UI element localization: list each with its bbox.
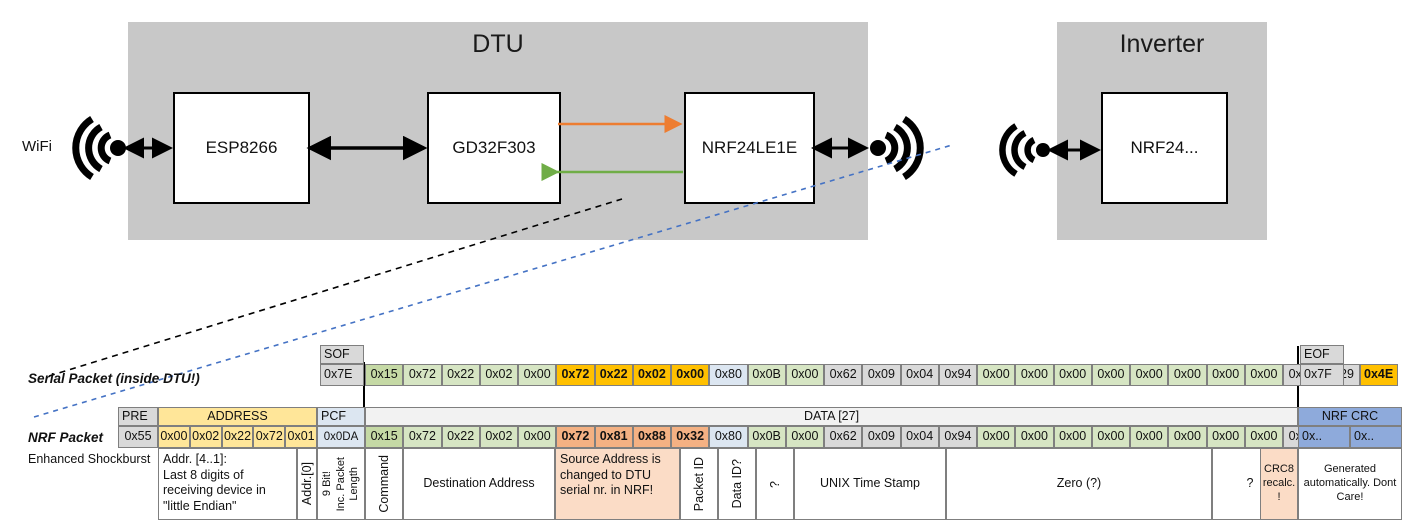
- wifi-label: WiFi: [22, 138, 52, 155]
- nrf-byte-22: 0x00: [1206, 426, 1245, 448]
- serial-byte-5: 0x72: [556, 364, 595, 386]
- serial-byte-22: 0x00: [1206, 364, 1245, 386]
- desc-command: Command: [365, 448, 403, 520]
- nrf-byte-15: 0x94: [938, 426, 977, 448]
- serial-byte-12: 0x62: [824, 364, 863, 386]
- nrf-byte-0: 0x15: [365, 426, 404, 448]
- chip-esp8266[interactable]: ESP8266: [173, 92, 310, 204]
- radio-antenna-inverter-icon: [999, 123, 1050, 177]
- desc-crc8: CRC8 recalc. !: [1260, 448, 1298, 520]
- nrf-byte-3: 0x02: [479, 426, 518, 448]
- chip-nrf24[interactable]: NRF24...: [1101, 92, 1228, 204]
- nrf-crc-byte-1: 0x..: [1350, 426, 1402, 448]
- serial-byte-14: 0x04: [900, 364, 939, 386]
- nrf-packet-sublabel: Enhanced Shockburst: [28, 452, 151, 466]
- serial-byte-7: 0x02: [632, 364, 671, 386]
- nrf-packet-label: NRF Packet: [28, 430, 104, 445]
- nrf-data-header: DATA [27]: [365, 407, 1298, 426]
- nrf-byte-7: 0x88: [632, 426, 671, 448]
- nrf-byte-8: 0x32: [671, 426, 710, 448]
- nrf-byte-20: 0x00: [1130, 426, 1169, 448]
- serial-byte-11: 0x00: [785, 364, 824, 386]
- nrf-pre-header: PRE: [118, 407, 158, 426]
- desc-pcf-note: 9 Bit! Inc. Packet Length: [317, 448, 365, 520]
- chip-nrf24-label: NRF24...: [1130, 138, 1199, 157]
- inverter-title: Inverter: [1119, 30, 1205, 58]
- callout-line-black: [48, 198, 623, 377]
- desc-crc-auto: Generated automatically. Dont Care!: [1298, 448, 1402, 520]
- serial-byte-26: 0x4E: [1359, 364, 1398, 386]
- serial-byte-19: 0x00: [1091, 364, 1130, 386]
- nrf-byte-14: 0x04: [900, 426, 939, 448]
- serial-byte-16: 0x00: [977, 364, 1016, 386]
- nrf-pcf-header: PCF: [317, 407, 365, 426]
- nrf-byte-12: 0x62: [824, 426, 863, 448]
- nrf-address-header: ADDRESS: [158, 407, 317, 426]
- desc-address-note: Addr. [4..1]: Last 8 digits of receiving…: [158, 448, 297, 520]
- nrf-byte-18: 0x00: [1053, 426, 1092, 448]
- serial-byte-6: 0x22: [594, 364, 633, 386]
- serial-byte-13: 0x09: [862, 364, 901, 386]
- serial-sof-header: SOF: [320, 345, 364, 364]
- nrf-byte-13: 0x09: [862, 426, 901, 448]
- serial-byte-0: 0x15: [365, 364, 404, 386]
- nrf-byte-1: 0x72: [403, 426, 442, 448]
- nrf-pcf-value: 0x0DA: [317, 426, 365, 448]
- serial-byte-23: 0x00: [1244, 364, 1283, 386]
- serial-byte-2: 0x22: [441, 364, 480, 386]
- desc-unix-time: UNIX Time Stamp: [794, 448, 946, 520]
- nrf-pre-value: 0x55: [118, 426, 158, 448]
- wifi-antenna-icon: [72, 116, 126, 180]
- desc-destination-address: Destination Address: [403, 448, 555, 520]
- serial-byte-18: 0x00: [1053, 364, 1092, 386]
- nrf-byte-9: 0x80: [709, 426, 748, 448]
- nrf-byte-2: 0x22: [441, 426, 480, 448]
- chip-gd32f303-label: GD32F303: [452, 138, 536, 157]
- dtu-title: DTU: [472, 30, 524, 58]
- serial-byte-1: 0x72: [403, 364, 442, 386]
- radio-antenna-right-icon: [870, 116, 924, 180]
- serial-byte-15: 0x94: [938, 364, 977, 386]
- nrf-byte-21: 0x00: [1168, 426, 1207, 448]
- nrf-address-byte-1: 0x02: [189, 426, 222, 448]
- desc-source-note: Source Address is changed to DTU serial …: [555, 448, 680, 520]
- nrf-byte-17: 0x00: [1015, 426, 1054, 448]
- serial-byte-3: 0x02: [479, 364, 518, 386]
- nrf-byte-5: 0x72: [556, 426, 595, 448]
- nrf-byte-11: 0x00: [785, 426, 824, 448]
- serial-byte-21: 0x00: [1168, 364, 1207, 386]
- serial-sof-value: 0x7E: [320, 364, 364, 386]
- nrf-crc-header: NRF CRC: [1298, 407, 1402, 426]
- nrf-address-byte-3: 0x72: [253, 426, 286, 448]
- desc-qmark-small: ?: [756, 448, 794, 520]
- serial-eof-header: EOF: [1300, 345, 1344, 364]
- serial-byte-10: 0x0B: [747, 364, 786, 386]
- serial-byte-17: 0x00: [1015, 364, 1054, 386]
- nrf-address-byte-0: 0x00: [158, 426, 190, 448]
- chip-esp8266-label: ESP8266: [205, 138, 278, 157]
- desc-packet-id: Packet ID: [680, 448, 718, 520]
- chip-nrf24le1e[interactable]: NRF24LE1E: [684, 92, 815, 204]
- nrf-address-byte-2: 0x22: [221, 426, 254, 448]
- serial-byte-20: 0x00: [1130, 364, 1169, 386]
- nrf-address-byte-4: 0x01: [285, 426, 317, 448]
- nrf-byte-23: 0x00: [1244, 426, 1283, 448]
- nrf-byte-16: 0x00: [977, 426, 1016, 448]
- nrf-byte-4: 0x00: [518, 426, 557, 448]
- nrf-crc-byte-0: 0x..: [1298, 426, 1350, 448]
- serial-byte-8: 0x00: [671, 364, 710, 386]
- desc-addr0: Addr.[0]: [297, 448, 317, 520]
- nrf-byte-6: 0x81: [594, 426, 633, 448]
- chip-gd32f303[interactable]: GD32F303: [427, 92, 561, 204]
- chip-nrf24le1e-label: NRF24LE1E: [701, 138, 798, 157]
- desc-data-id: Data ID?: [718, 448, 756, 520]
- desc-zero: Zero (?): [946, 448, 1212, 520]
- serial-byte-4: 0x00: [518, 364, 557, 386]
- nrf-byte-19: 0x00: [1091, 426, 1130, 448]
- serial-eof-value: 0x7F: [1300, 364, 1344, 386]
- serial-packet-label: Serial Packet (inside DTU!): [28, 371, 200, 386]
- nrf-byte-10: 0x0B: [747, 426, 786, 448]
- serial-byte-9: 0x80: [709, 364, 748, 386]
